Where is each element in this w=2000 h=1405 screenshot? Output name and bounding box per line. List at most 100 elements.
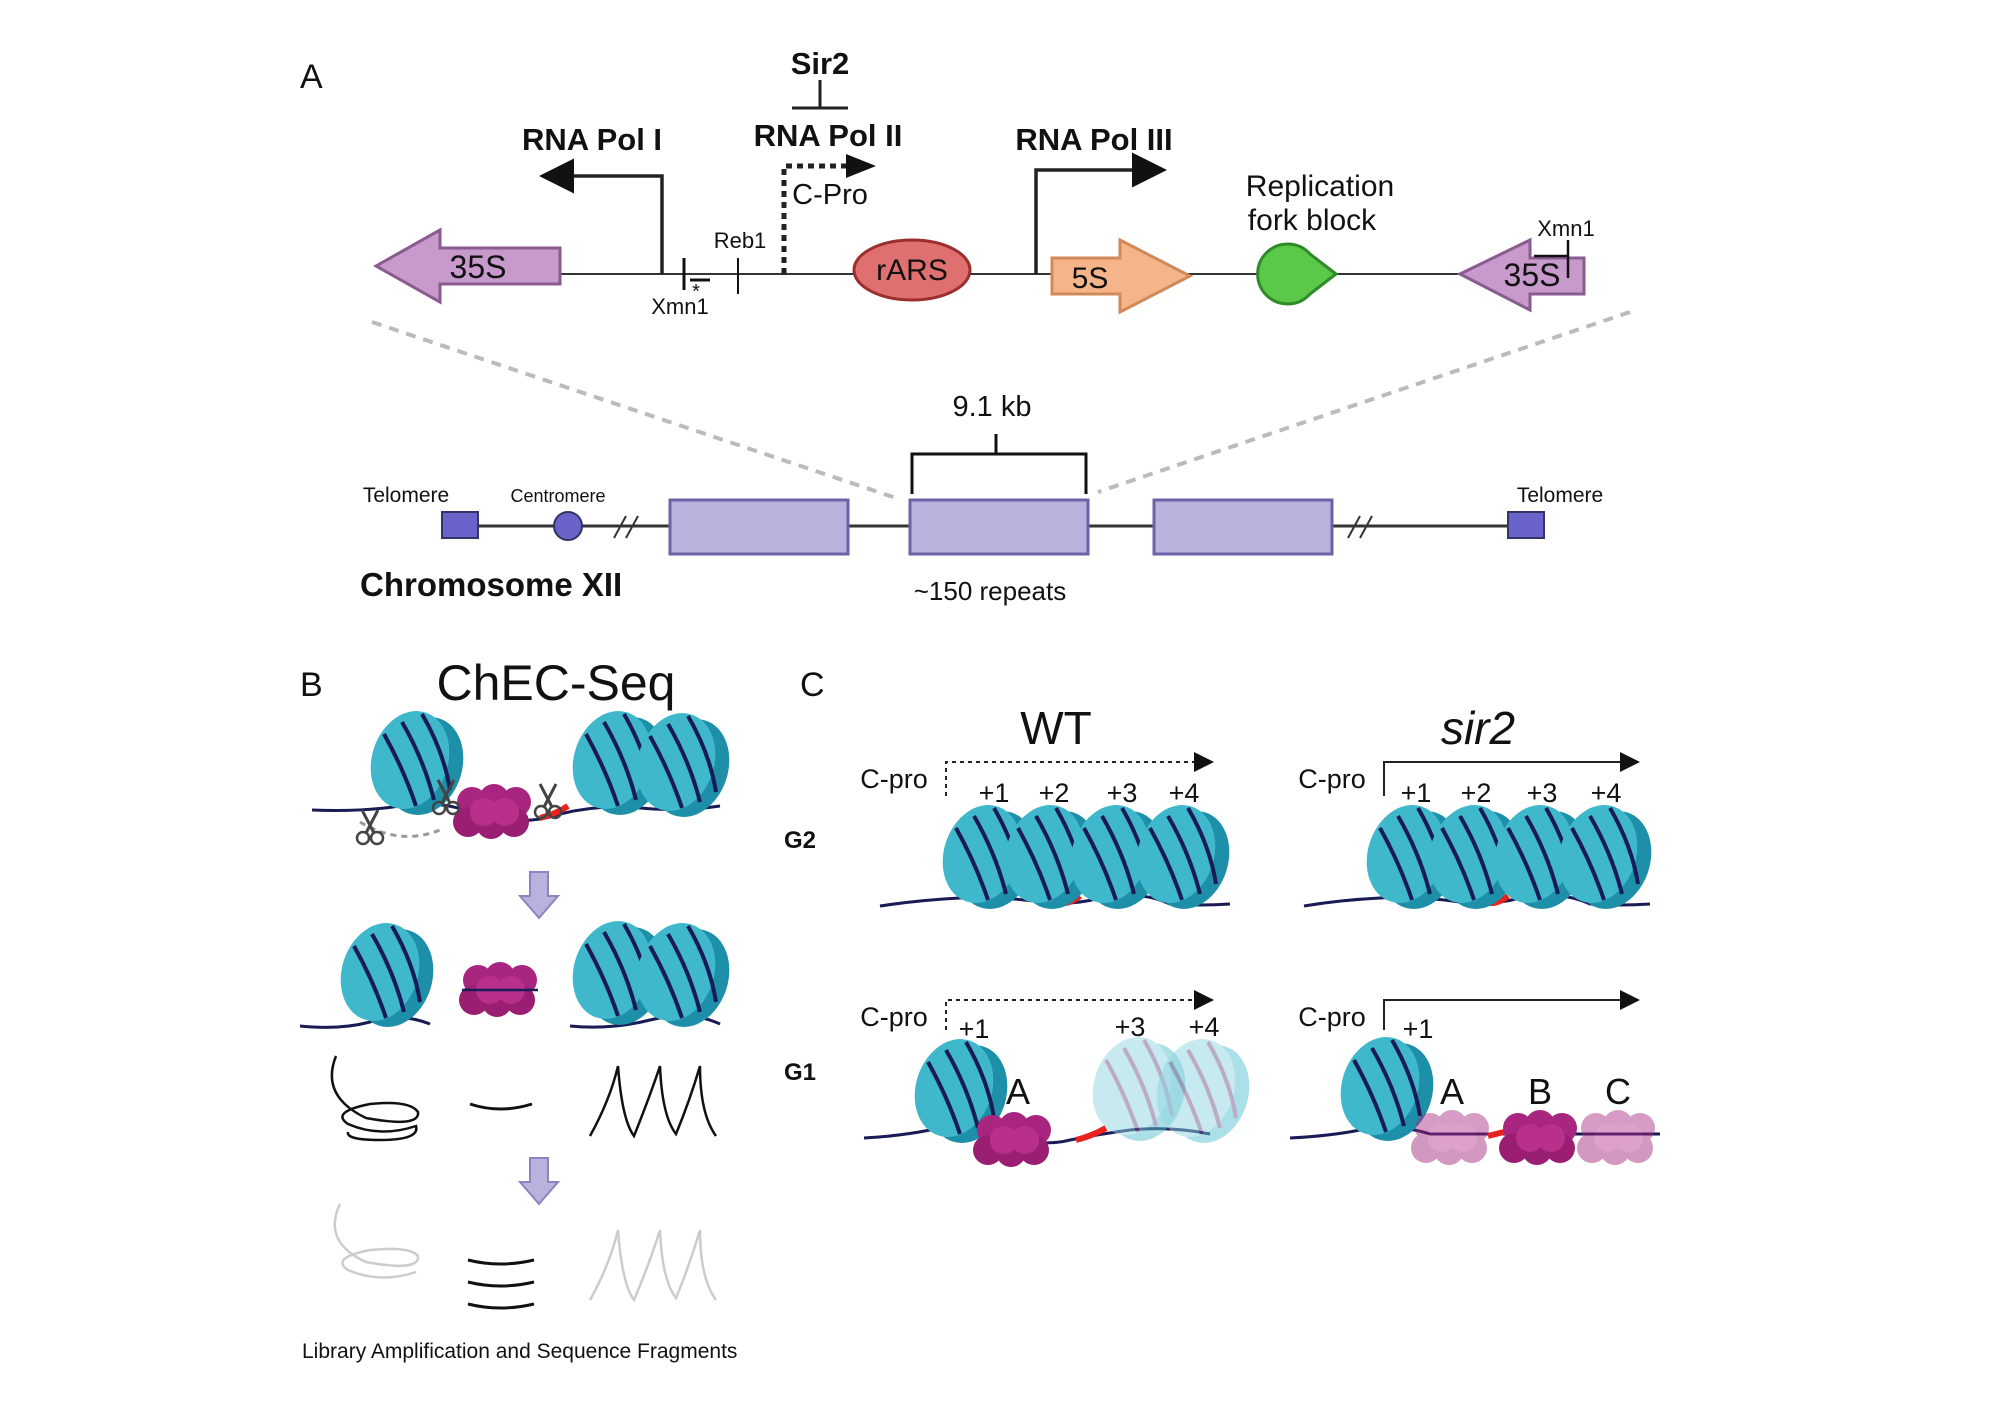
c-sir2-g1-transcription-arrow <box>1383 990 1640 1030</box>
b-amp-fragment-1 <box>467 1258 535 1266</box>
telomere-left-label: Telomere <box>363 484 449 507</box>
b-mid-dna-left <box>299 1016 431 1029</box>
zoom-line-left <box>371 320 897 500</box>
pol3-label: RNA Pol III <box>1015 122 1172 157</box>
b-amp-loops <box>588 1229 718 1303</box>
panel-b-label: B <box>300 666 323 704</box>
pol2-label: RNA Pol II <box>754 118 903 153</box>
c-wt-g2-nucleosome-4 <box>1122 792 1244 922</box>
b-amp-fragment-2 <box>467 1280 535 1288</box>
c-sir2-g1-protein-b <box>1499 1110 1577 1165</box>
c-sir2-g2-transcription-arrow <box>1383 752 1640 796</box>
gene-5s <box>1050 237 1194 315</box>
rars-element <box>852 238 972 302</box>
gene-35s-left <box>372 227 562 305</box>
break-mark-right-2 <box>1359 515 1373 539</box>
fork-block-symbol <box>1256 242 1339 306</box>
c-wt-g1-cut-site <box>1075 1125 1108 1143</box>
c-sir2-g2-n1: +1 <box>1401 778 1432 808</box>
b-mid-nucleosome-1 <box>326 910 448 1040</box>
pol1-promoter-arrow <box>539 158 664 274</box>
c-sir2-g1-label-a: A <box>1440 1071 1464 1112</box>
xmn1-left-label: Xmn1 <box>651 294 708 319</box>
c-wt-g2-cpro: C-pro <box>860 764 928 794</box>
gene-35s-left-label: 35S <box>450 249 507 285</box>
telomere-right <box>1507 511 1545 539</box>
c-sir2-g1: C-pro +1 A B C <box>1289 990 1660 1165</box>
c-g2-label: G2 <box>784 827 816 854</box>
b-scissors-1 <box>355 808 385 846</box>
panel-c: C WT sir2 G2 G1 C-pro +1 +2 +3 +4 C-pro … <box>784 666 1666 1167</box>
repeat-box-2 <box>908 498 1090 556</box>
gene-5s-label: 5S <box>1072 262 1109 295</box>
cpro-label: C-Pro <box>792 179 868 211</box>
break-mark-left-1 <box>613 515 627 539</box>
break-mark-right-1 <box>1347 515 1361 539</box>
gene-35s-right <box>1456 237 1586 313</box>
c-sir2-g1-n1: +1 <box>1403 1014 1434 1044</box>
c-wt-g2-n1: +1 <box>979 778 1010 808</box>
c-wt-g2-n4: +4 <box>1169 778 1200 808</box>
b-fragment-loops <box>588 1065 718 1139</box>
repeat-box-3 <box>1152 498 1334 556</box>
pol3-promoter-arrow <box>1034 152 1167 274</box>
c-wt-g2: C-pro +1 +2 +3 +4 <box>860 752 1244 922</box>
c-sir2-g2-n2: +2 <box>1461 778 1492 808</box>
telomere-left <box>441 511 479 539</box>
kb-label: 9.1 kb <box>953 391 1032 423</box>
panel-a-label: A <box>300 58 323 96</box>
b-amp-coil <box>333 1203 420 1279</box>
gene-35s-right-label: 35S <box>1504 257 1561 293</box>
repeat-box-1 <box>668 498 850 556</box>
b-amp-fragment-3 <box>467 1302 535 1310</box>
c-wt-title: WT <box>1020 702 1092 754</box>
xmn1-asterisk: * <box>692 281 700 303</box>
break-mark-left-2 <box>625 515 639 539</box>
c-wt-g1: C-pro +1 +3 +4 A <box>860 990 1264 1167</box>
c-sir2-g1-cpro: C-pro <box>1298 1002 1366 1032</box>
b-top-protein <box>453 784 531 839</box>
c-sir2-g1-cut-site <box>1487 1129 1505 1139</box>
reb1-label: Reb1 <box>714 228 767 253</box>
c-wt-g1-transcription-arrow <box>945 990 1214 1030</box>
c-wt-g1-protein-a <box>973 1112 1051 1167</box>
b-caption: Library Amplification and Sequence Fragm… <box>302 1340 737 1363</box>
b-down-arrow-2 <box>517 1157 561 1206</box>
cpro-arrowhead <box>846 154 876 178</box>
c-sir2-g1-label-b: B <box>1528 1071 1552 1112</box>
c-sir2-g1-label-c: C <box>1605 1071 1631 1112</box>
c-wt-g2-n3: +3 <box>1107 778 1138 808</box>
panel-c-label: C <box>800 666 825 704</box>
sir2-label: Sir2 <box>791 46 850 81</box>
chec-seq-title: ChEC-Seq <box>437 655 676 711</box>
c-wt-g2-transcription-arrow <box>945 752 1214 796</box>
c-sir2-g2-n3: +3 <box>1527 778 1558 808</box>
c-sir2-g2-n4: +4 <box>1591 778 1622 808</box>
repeats-label: ~150 repeats <box>914 576 1067 606</box>
b-down-arrow-1 <box>517 871 561 920</box>
c-sir2-g2-cpro: C-pro <box>1298 764 1366 794</box>
telomere-right-label: Telomere <box>1517 484 1603 507</box>
cpro-promoter-line <box>781 163 850 274</box>
c-wt-g1-cpro: C-pro <box>860 1002 928 1032</box>
rars-label: rARS <box>876 254 948 287</box>
fork-block-label-2: fork block <box>1248 204 1377 237</box>
centromere <box>553 511 583 541</box>
centromere-label: Centromere <box>510 486 605 506</box>
b-fragment-coil <box>330 1055 420 1142</box>
c-wt-g1-label-a: A <box>1006 1071 1030 1112</box>
c-wt-g2-n2: +2 <box>1039 778 1070 808</box>
c-g1-label: G1 <box>784 1059 816 1086</box>
panel-a: A 35S RNA Pol I * Xmn1 Reb1 C-Pro RNA Po… <box>300 46 1631 606</box>
c-wt-g1-n1: +1 <box>959 1014 990 1044</box>
fork-block-label-1: Replication <box>1246 170 1394 203</box>
panel-b: B ChEC-Seq Library A <box>299 655 744 1363</box>
c-wt-g1-n3: +3 <box>1115 1012 1146 1042</box>
xmn1-right-label: Xmn1 <box>1537 216 1594 241</box>
c-sir2-g1-protein-c-faded <box>1577 1110 1655 1165</box>
c-sir2-g1-protein-a-faded <box>1411 1110 1489 1165</box>
pol1-label: RNA Pol I <box>522 122 662 157</box>
chromosome-label: Chromosome XII <box>360 566 622 603</box>
